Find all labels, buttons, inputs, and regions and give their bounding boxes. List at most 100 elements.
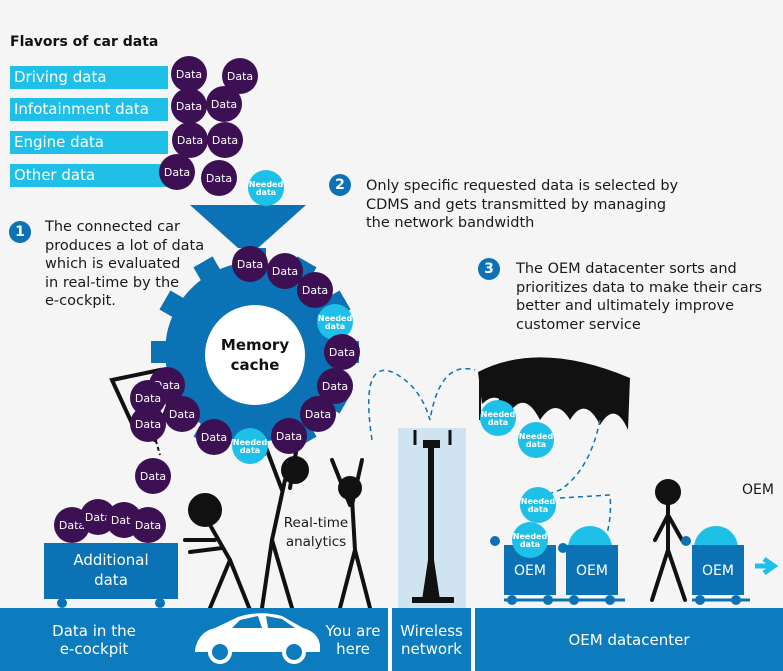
needed-data-label: data <box>325 322 345 331</box>
data-bubble-label: Data <box>140 470 166 483</box>
funnel-shape <box>190 205 306 248</box>
car-icon <box>195 613 320 664</box>
data-bubble <box>159 154 195 190</box>
data-bubble-label: Data <box>305 408 331 421</box>
oem-cart-3-front <box>692 545 744 595</box>
flavor-engine-data: Engine data <box>10 131 168 154</box>
oem-cart-1-label: OEM <box>514 563 546 579</box>
needed-data-label: data <box>256 188 276 197</box>
person-walking <box>650 479 687 602</box>
needed-data-label: data <box>520 540 540 549</box>
arrow-right-icon <box>755 556 779 576</box>
needed-data-bubble <box>518 422 554 458</box>
step-3-badge: 3 <box>478 258 500 280</box>
needed-data-label: Needed <box>318 314 353 323</box>
needed-data-bubble <box>480 400 516 436</box>
data-bubble-label: Data <box>135 392 161 405</box>
step-1-badge: 1 <box>9 221 31 243</box>
bar-divider-1 <box>388 608 392 671</box>
antenna-arms <box>413 430 452 445</box>
data-bubble-label: Data <box>302 284 328 297</box>
data-bubble-label: Data <box>135 519 161 532</box>
needed-data-label: Needed <box>521 497 556 506</box>
flavor-other-data: Other data <box>10 164 168 187</box>
chart-title: Flavors of car data <box>10 34 159 50</box>
data-bubble <box>324 334 360 370</box>
data-bubble <box>196 419 232 455</box>
realtime-label-2: analytics <box>286 534 346 550</box>
step-3-text: The OEM datacenter sorts and prioritizes… <box>516 261 763 333</box>
data-bubble <box>130 380 166 416</box>
needed-data-label: Needed <box>233 438 268 447</box>
data-bubble <box>171 88 207 124</box>
data-bubble-label: Data <box>169 408 195 421</box>
additional-label-2: data <box>94 571 128 589</box>
needed-data-label: data <box>528 505 548 514</box>
memory-cache-core <box>205 305 305 405</box>
data-bubble-label: Data <box>59 519 85 532</box>
step-1-text: The connected car produces a lot of data… <box>45 219 205 309</box>
data-bubble <box>171 56 207 92</box>
person-left <box>183 493 252 612</box>
wireless-arc <box>367 367 476 441</box>
data-bubble-label: Data <box>176 68 202 81</box>
data-bubble <box>300 396 336 432</box>
flavor-driving-data: Driving data <box>10 66 168 89</box>
data-bubble-label: Data <box>206 172 232 185</box>
memory-cache-label-2: cache <box>231 356 280 374</box>
oem-cart-2-label: OEM <box>576 563 608 579</box>
additional-label-1: Additional <box>73 551 148 569</box>
oem-cart-3-label: OEM <box>702 563 734 579</box>
data-bubble <box>201 160 237 196</box>
step-2-text: Only specific requested data is selected… <box>366 178 679 231</box>
data-bubble <box>130 406 166 442</box>
data-bubble <box>222 58 258 94</box>
data-bubble-label: Data <box>135 418 161 431</box>
data-bubble <box>164 396 200 432</box>
additional-cart-wheels <box>57 598 165 608</box>
data-bubble-label: Data <box>177 134 203 147</box>
person-right <box>330 458 372 610</box>
data-bubble-label: Data <box>329 346 355 359</box>
data-bubble-label: Data <box>237 258 263 271</box>
antenna-tower <box>422 440 440 600</box>
data-bubble-label: Data <box>322 380 348 393</box>
needed-data-label: data <box>240 446 260 455</box>
data-bubble <box>206 86 242 122</box>
step-2-badge: 2 <box>329 174 351 196</box>
needed-data-label: Needed <box>513 532 548 541</box>
data-bubble <box>135 458 171 494</box>
data-bubble <box>232 246 268 282</box>
label-oem-datacenter: OEM datacenter <box>568 631 690 649</box>
scoop-trail <box>149 419 161 456</box>
needed-data-label: Needed <box>481 410 516 419</box>
additional-data-cart <box>44 543 178 599</box>
oem-offscreen-label: OEM <box>742 482 774 498</box>
data-bubble <box>271 418 307 454</box>
memory-cache-label-1: Memory <box>221 336 289 354</box>
cart-knob-3 <box>681 536 691 546</box>
data-bubble <box>267 253 303 289</box>
data-bubble-label: Data <box>211 98 237 111</box>
data-bubble-label: Data <box>212 134 238 147</box>
needed-data-label: Needed <box>519 432 554 441</box>
data-bubble-label: Data <box>272 265 298 278</box>
data-bubble-label: Data <box>176 100 202 113</box>
data-bubble-label: Data <box>164 166 190 179</box>
flavor-infotainment-data: Infotainment data <box>10 98 168 121</box>
oem-cart-2-front <box>566 545 618 595</box>
data-bubble <box>130 507 166 543</box>
data-bubble-label: Data <box>85 511 111 524</box>
needed-data-label: Needed <box>249 180 284 189</box>
data-bubble <box>80 499 116 535</box>
data-bubble <box>317 368 353 404</box>
cart-knob-2 <box>558 543 568 553</box>
catching-net <box>478 357 630 430</box>
bar-divider-2 <box>471 608 475 671</box>
